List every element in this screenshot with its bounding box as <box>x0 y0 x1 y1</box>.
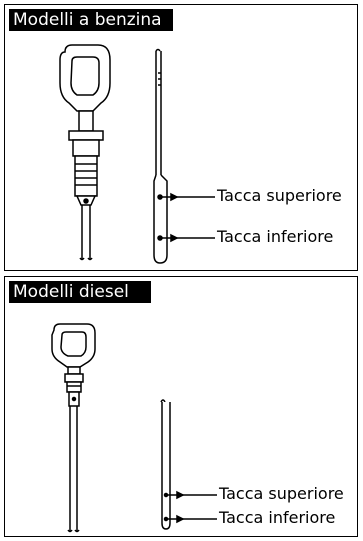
upper-mark-label: Tacca superiore <box>217 186 342 205</box>
dipstick-blade <box>160 399 171 530</box>
petrol-dipstick-illustration <box>59 44 215 264</box>
petrol-models-panel: Modelli a benzina <box>4 4 358 271</box>
diesel-models-panel: Modelli diesel <box>4 276 358 537</box>
dipstick-icon <box>59 44 111 261</box>
dipstick-icon <box>51 323 96 533</box>
section-title-petrol: Modelli a benzina <box>9 9 173 31</box>
diesel-dipstick-illustration <box>51 323 217 533</box>
upper-mark-label: Tacca superiore <box>219 484 344 503</box>
dipstick-blade <box>153 48 168 264</box>
section-title-diesel: Modelli diesel <box>9 281 151 303</box>
lower-mark-label: Tacca inferiore <box>219 508 336 527</box>
lower-mark-label: Tacca inferiore <box>217 227 334 246</box>
